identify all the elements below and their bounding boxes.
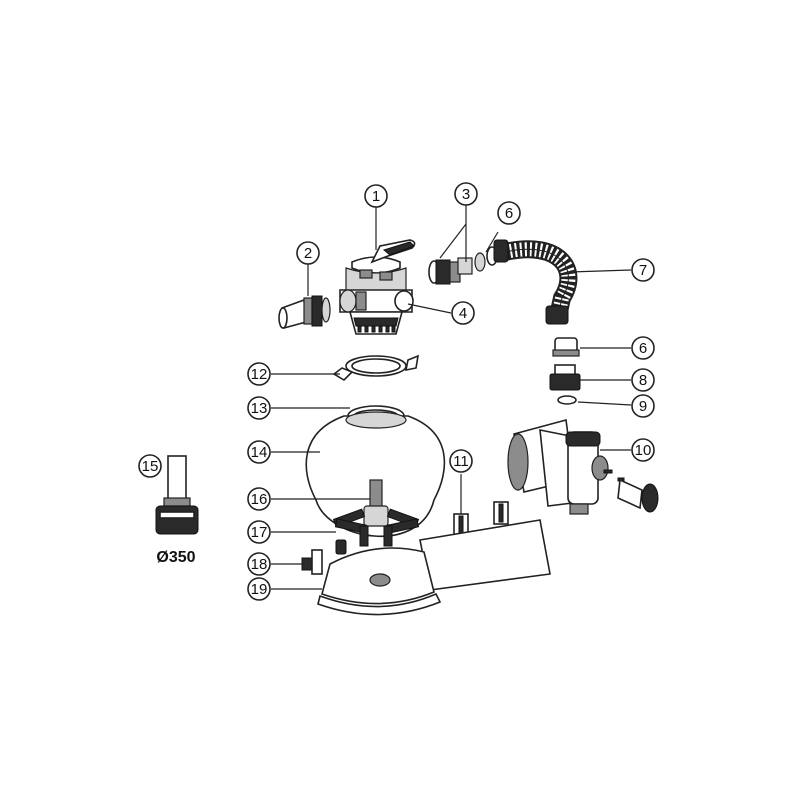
svg-text:3: 3 (462, 186, 470, 203)
callout-9: 9 (631, 394, 655, 418)
svg-text:7: 7 (639, 262, 647, 279)
screws (453, 501, 509, 537)
svg-text:15: 15 (142, 458, 159, 475)
callout-10: 10 (631, 438, 655, 462)
svg-text:6: 6 (505, 205, 513, 222)
svg-text:14: 14 (251, 444, 268, 461)
svg-text:4: 4 (459, 305, 467, 322)
o-ring (557, 395, 577, 405)
callout-11: 11 (449, 449, 473, 473)
callout-1: 1 (364, 184, 388, 208)
lateral-hub (332, 505, 420, 547)
size-label: Ø350 (156, 549, 195, 566)
callout-6-top: 6 (497, 201, 521, 225)
callout-2: 2 (296, 241, 320, 265)
pump (507, 418, 659, 515)
svg-text:19: 19 (251, 581, 268, 598)
callout-15: 15 (138, 454, 162, 478)
svg-text:18: 18 (251, 556, 268, 573)
callout-16: 16 (247, 487, 271, 511)
svg-text:12: 12 (251, 366, 268, 383)
drain-cap (301, 549, 323, 575)
callout-14: 14 (247, 440, 271, 464)
callout-13: 13 (247, 396, 271, 420)
drain-fitting (335, 539, 347, 555)
callout-19: 19 (247, 577, 271, 601)
svg-text:11: 11 (453, 453, 469, 470)
callout-4: 4 (451, 301, 475, 325)
standpipe (155, 455, 199, 535)
svg-text:17: 17 (251, 524, 268, 541)
lid-clamp (332, 354, 420, 382)
callout-17: 17 (247, 520, 271, 544)
filter-tank (305, 411, 446, 537)
multiport-valve (339, 239, 416, 335)
union-connector-left (278, 295, 331, 330)
callout-3: 3 (454, 182, 478, 206)
fittings-set (428, 246, 498, 285)
svg-text:10: 10 (635, 442, 652, 459)
filter-base (317, 519, 551, 616)
svg-text:13: 13 (251, 400, 268, 417)
callout-18: 18 (247, 552, 271, 576)
svg-text:6: 6 (639, 340, 647, 357)
svg-text:9: 9 (639, 398, 647, 415)
svg-text:2: 2 (304, 245, 312, 262)
cap-fitting (552, 337, 580, 357)
callout-7: 7 (631, 258, 655, 282)
callout-6-right: 6 (631, 336, 655, 360)
callout-8: 8 (631, 368, 655, 392)
adapter-fitting (549, 364, 581, 391)
svg-text:16: 16 (251, 491, 268, 508)
leader-lines (271, 205, 632, 590)
callout-12: 12 (247, 362, 271, 386)
svg-text:1: 1 (372, 188, 380, 205)
svg-text:8: 8 (639, 372, 647, 389)
flexible-hose (493, 239, 578, 325)
